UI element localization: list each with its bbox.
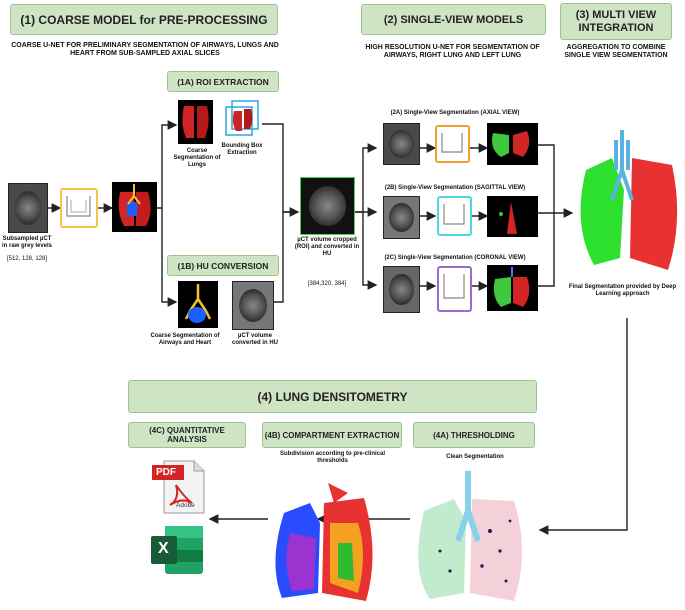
- step1b-title-box: (1B) HU CONVERSION: [167, 255, 279, 276]
- step4-title: (4) LUNG DENSITOMETRY: [257, 389, 408, 404]
- compartment-render: [268, 483, 378, 603]
- sagittal-ct-image: [383, 196, 420, 239]
- step2-title: (2) SINGLE-VIEW MODELS: [383, 13, 524, 26]
- step4b-title-box: (4B) COMPARTMENT EXTRACTION: [262, 422, 402, 448]
- coarse-unet-diagram: [60, 188, 98, 228]
- coarse-lungs-caption: Coarse Segmentation of Lungs: [173, 148, 221, 169]
- bounding-box-caption: Bounding Box Extraction: [221, 143, 263, 157]
- axial-ct-image: [383, 123, 420, 165]
- bounding-box-icon: [224, 99, 260, 137]
- step3-description: AGGREGATION TO COMBINE SINGLE VIEW SEGME…: [564, 44, 668, 60]
- excel-letter: X: [158, 540, 169, 557]
- axial-unet-diagram: [435, 125, 470, 163]
- coarse-airways-heart-image: [178, 281, 218, 328]
- thresholding-render: [410, 471, 530, 603]
- step4-title-box: (4) LUNG DENSITOMETRY: [128, 380, 537, 413]
- coarse-segmentation-output: [112, 182, 157, 232]
- view-a-label: (2A) Single-View Segmentation (AXIAL VIE…: [390, 110, 520, 116]
- subsampled-ct-image: [8, 183, 48, 233]
- roi-ct-caption: µCT volume cropped (ROI) and converted i…: [294, 237, 360, 258]
- input-caption: Subsampled µCT in raw grey levels: [1, 236, 53, 250]
- step2-title-box: (2) SINGLE-VIEW MODELS: [361, 4, 546, 35]
- step4a-title: (4A) THRESHOLDING: [433, 430, 515, 440]
- step4a-title-box: (4A) THRESHOLDING: [413, 422, 535, 448]
- view-b-label: (2B) Single-View Segmentation (SAGITTAL …: [384, 185, 526, 191]
- step4c-title-box: (4C) QUANTITATIVE ANALYSIS: [128, 422, 246, 448]
- roi-ct-volume-image: [300, 177, 355, 235]
- step3-title: (3) MULTI VIEW INTEGRATION: [575, 8, 657, 34]
- step4b-caption: Subdivision according to pre-clinical th…: [279, 451, 386, 465]
- roi-ct-dimensions: [384,320, 384]: [307, 281, 347, 287]
- coarse-airways-heart-caption: Coarse Segmentation of Airways and Heart: [150, 333, 220, 347]
- sagittal-unet-diagram: [437, 196, 472, 236]
- step3-title-box: (3) MULTI VIEW INTEGRATION: [560, 3, 672, 40]
- step1b-title: (1B) HU CONVERSION: [177, 260, 269, 271]
- sagittal-segmentation-image: [487, 196, 538, 237]
- step4c-title: (4C) QUANTITATIVE ANALYSIS: [149, 426, 225, 444]
- step2-description: HIGH RESOLUTION U-NET FOR SEGMENTATION O…: [365, 44, 540, 60]
- step1-description: COARSE U-NET FOR PRELIMINARY SEGMENTATIO…: [11, 42, 279, 58]
- step1-title-box: (1) COARSE MODEL for PRE-PROCESSING: [10, 4, 278, 35]
- coronal-ct-image: [383, 266, 420, 313]
- coronal-unet-diagram: [437, 266, 472, 312]
- hu-ct-volume-caption: µCT volume converted in HU: [231, 333, 278, 347]
- axial-segmentation-image: [487, 123, 538, 165]
- final-segmentation-caption: Final Segmentation provided by Deep Lear…: [568, 284, 677, 298]
- step4b-title: (4B) COMPARTMENT EXTRACTION: [264, 430, 400, 440]
- adobe-label: Adobe: [176, 502, 195, 509]
- step4a-caption: Clean Segmentation: [446, 454, 504, 460]
- step1a-title: (1A) ROI EXTRACTION: [177, 76, 269, 87]
- pdf-label: PDF: [156, 467, 176, 478]
- input-dimensions: [512, 128, 128]: [6, 256, 48, 262]
- final-segmentation-render: [572, 130, 684, 275]
- hu-ct-volume-image: [232, 281, 274, 330]
- pdf-icon: PDF Adobe: [150, 459, 208, 515]
- step1-title: (1) COARSE MODEL for PRE-PROCESSING: [20, 12, 268, 27]
- excel-icon: X: [149, 522, 205, 578]
- coronal-segmentation-image: [487, 265, 538, 311]
- coarse-lungs-image: [178, 100, 213, 144]
- view-c-label: (2C) Single-View Segmentation (CORONAL V…: [384, 255, 526, 261]
- step1a-title-box: (1A) ROI EXTRACTION: [167, 71, 279, 92]
